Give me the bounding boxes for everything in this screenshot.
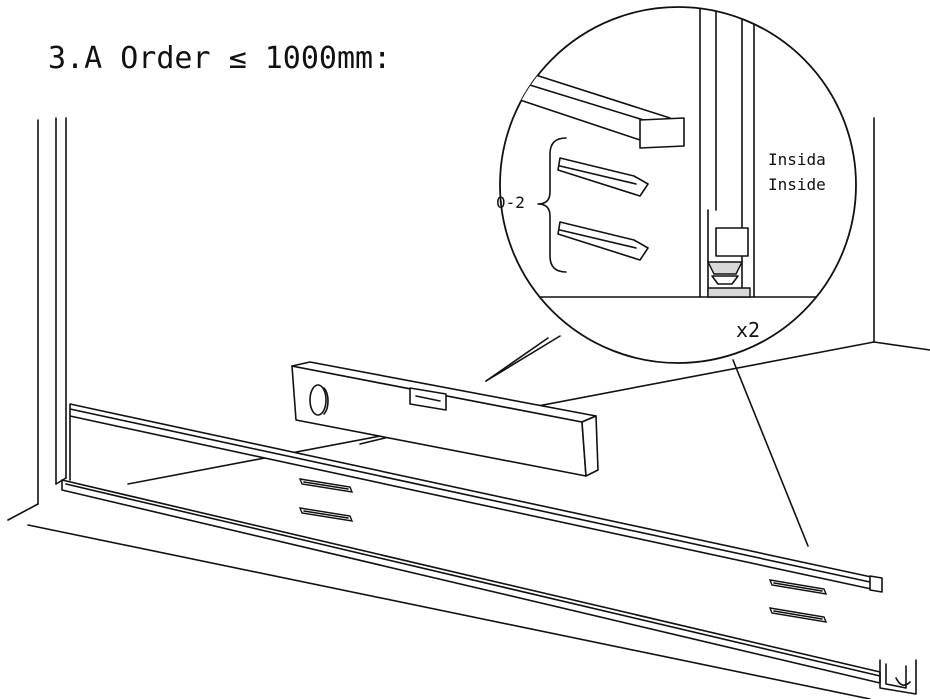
detail-glass-channel — [699, 7, 755, 298]
shim-icon — [298, 478, 354, 493]
quantity-label: x2 — [736, 318, 760, 342]
magnifier-detail-icon: 0-2 Insida Inside — [496, 6, 857, 364]
back-wall-corner — [873, 117, 930, 351]
shim-icon — [768, 579, 828, 595]
floor-shims-left — [298, 478, 354, 522]
threshold-rail-icon — [69, 403, 883, 593]
detail-rail — [519, 69, 685, 149]
shim-icon — [768, 607, 828, 623]
door-frame — [7, 117, 67, 521]
detail-leaders — [485, 335, 809, 547]
shim-brace — [537, 137, 567, 273]
spirit-level-icon — [291, 337, 599, 477]
floor-shims-right — [768, 579, 828, 623]
shim-icon — [557, 157, 649, 197]
bottom-profile — [61, 415, 917, 695]
inside-label-en: Inside — [768, 175, 826, 194]
inside-label-sv: Insida — [768, 150, 826, 169]
shim-count-label: 0-2 — [496, 193, 525, 212]
step-heading: 3.A Order ≤ 1000mm: — [48, 41, 391, 76]
shim-icon — [298, 507, 354, 522]
shim-icon — [557, 221, 649, 261]
detail-shims — [557, 157, 649, 261]
